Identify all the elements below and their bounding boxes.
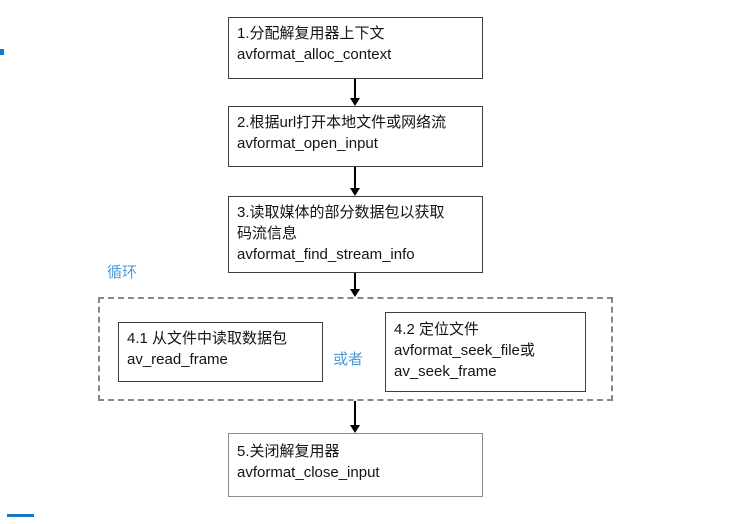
flowchart-box-step5: 5.关闭解复用器 avformat_close_input bbox=[228, 433, 483, 497]
step5-function: avformat_close_input bbox=[237, 464, 380, 481]
step4-2-function-line2: av_seek_frame bbox=[394, 363, 497, 380]
step3-label-line2: 码流信息 bbox=[237, 225, 298, 242]
flow-arrow-line-3 bbox=[354, 273, 356, 290]
loop-label: 循环 bbox=[107, 264, 138, 281]
left-edge-blue-fragment bbox=[0, 49, 4, 55]
flowchart-box-step4-1: 4.1 从文件中读取数据包 av_read_frame bbox=[118, 322, 323, 382]
step4-1-function: av_read_frame bbox=[127, 351, 228, 368]
loop-region-dashed-box bbox=[98, 297, 613, 401]
step2-label: 2.根据url打开本地文件或网络流 bbox=[237, 114, 447, 131]
flowchart-box-step4-2: 4.2 定位文件 avformat_seek_file或 av_seek_fra… bbox=[385, 312, 586, 392]
bottom-left-blue-line-fragment bbox=[7, 514, 34, 517]
step4-2-function-line1: avformat_seek_file或 bbox=[394, 342, 535, 359]
step1-function: avformat_alloc_context bbox=[237, 46, 392, 63]
step5-label: 5.关闭解复用器 bbox=[237, 443, 340, 460]
flow-arrow-line-4 bbox=[354, 401, 356, 426]
flowchart-box-step2: 2.根据url打开本地文件或网络流 avformat_open_input bbox=[228, 106, 483, 167]
step3-function: avformat_find_stream_info bbox=[237, 246, 415, 263]
flow-arrow-head-1 bbox=[350, 98, 360, 106]
flowchart-box-step3: 3.读取媒体的部分数据包以获取 码流信息 avformat_find_strea… bbox=[228, 196, 483, 273]
flow-arrow-line-2 bbox=[354, 167, 356, 188]
flow-arrow-line-1 bbox=[354, 79, 356, 99]
step4-2-label: 4.2 定位文件 bbox=[394, 321, 480, 338]
flow-arrow-head-3 bbox=[350, 289, 360, 297]
flow-arrow-head-4 bbox=[350, 425, 360, 433]
flowchart-box-step1: 1.分配解复用器上下文 avformat_alloc_context bbox=[228, 17, 483, 79]
step4-1-label: 4.1 从文件中读取数据包 bbox=[127, 330, 288, 347]
step3-label-line1: 3.读取媒体的部分数据包以获取 bbox=[237, 204, 445, 221]
step1-label: 1.分配解复用器上下文 bbox=[237, 25, 385, 42]
step2-function: avformat_open_input bbox=[237, 135, 378, 152]
flow-arrow-head-2 bbox=[350, 188, 360, 196]
or-label: 或者 bbox=[333, 351, 364, 368]
